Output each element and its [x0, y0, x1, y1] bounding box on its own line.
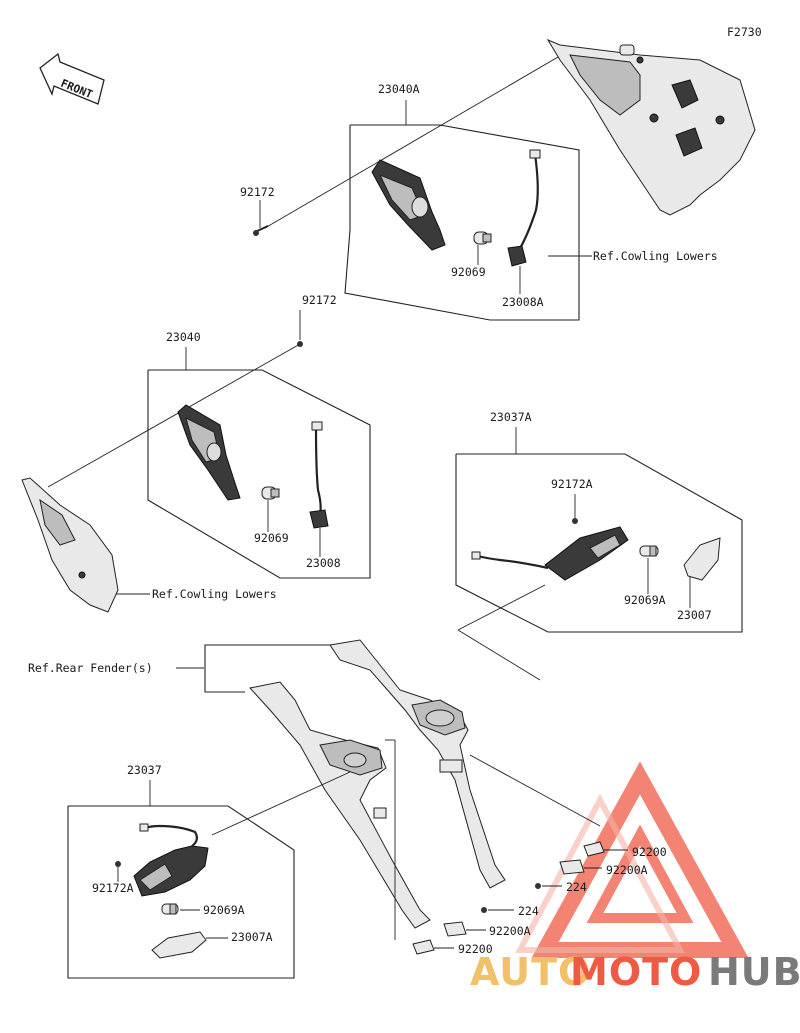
label-92069A-left: 92069A	[203, 903, 245, 917]
fasteners-right: 92200 92200A 224	[535, 841, 667, 894]
svg-text:AUTO: AUTO	[470, 950, 591, 994]
label-92200-l: 92200	[458, 942, 493, 956]
label-92172A-left: 92172A	[92, 881, 134, 895]
label-92172-mid: 92172	[302, 293, 337, 307]
label-23008: 23008	[306, 556, 341, 570]
bolt-92172A-right	[572, 518, 578, 524]
label-92069A-right: 92069A	[624, 593, 666, 607]
label-92200-r: 92200	[632, 845, 667, 859]
group-23040A: 23040A 92172 92069 23008A	[240, 49, 580, 321]
label-92069-mid: 92069	[254, 531, 289, 545]
bulb-92069A-left	[161, 903, 179, 915]
label-23008A: 23008A	[502, 295, 544, 309]
label-23037: 23037	[127, 763, 162, 777]
label-92200A-r: 92200A	[606, 863, 648, 877]
label-224-l: 224	[518, 904, 539, 918]
screw-224-l	[481, 907, 487, 913]
bulb-92069A-right	[639, 545, 659, 557]
label-92172-top: 92172	[240, 185, 275, 199]
grommet-92200-l	[412, 939, 435, 955]
label-224-r: 224	[566, 880, 587, 894]
bolt-92172A-left	[115, 861, 121, 867]
front-arrow-icon: FRONT	[39, 52, 105, 105]
group-23037A: 23037A 92172A 92069A 23007	[455, 410, 743, 681]
label-ref-cowling-top: Ref.Cowling Lowers	[593, 249, 718, 263]
label-ref-rear-fender: Ref.Rear Fender(s)	[28, 661, 153, 675]
bolt-92172-top	[253, 225, 269, 236]
group-23040: 92172 23040 92069 23008	[47, 293, 371, 579]
frame-23037	[67, 805, 295, 979]
group-23037: 23037 92172A 92069A 23007A	[67, 763, 351, 979]
watermark-logo	[515, 761, 749, 958]
cowling-lower-left	[21, 477, 119, 613]
label-23040: 23040	[166, 330, 201, 344]
lens-23007A	[151, 931, 207, 959]
diagram-code: F2730	[727, 25, 762, 39]
frame-23037A	[455, 453, 743, 633]
frame-23040	[147, 369, 371, 579]
turn-signal-23037	[133, 823, 209, 897]
turn-signal-23037A	[471, 526, 629, 581]
label-92172A-right: 92172A	[551, 477, 593, 491]
bracket-right	[329, 639, 506, 889]
watermark-text: AUTO MOTO HUB	[470, 950, 800, 994]
frame-23040A	[344, 124, 580, 321]
grommet-92200-r	[583, 841, 605, 857]
label-92069-top: 92069	[451, 265, 486, 279]
label-23007: 23007	[677, 608, 712, 622]
svg-text:HUB: HUB	[708, 950, 800, 994]
label-92200A-l: 92200A	[489, 924, 531, 938]
bracket-left	[249, 681, 431, 929]
rear-fender-brackets: Ref.Rear Fender(s)	[28, 639, 601, 940]
label-ref-cowling-left: Ref.Cowling Lowers	[152, 587, 277, 601]
label-23040A: 23040A	[378, 82, 420, 96]
screw-224-r	[535, 883, 541, 889]
cowling-lower-top-right	[546, 38, 756, 216]
socket-23008	[309, 421, 329, 529]
svg-text:MOTO: MOTO	[570, 950, 702, 994]
socket-23008A	[507, 149, 541, 267]
bulb-92069-top	[473, 231, 492, 245]
label-23007A: 23007A	[231, 930, 273, 944]
lens-23007	[683, 537, 721, 581]
label-23037A: 23037A	[490, 410, 532, 424]
bulb-92069-mid	[261, 486, 280, 500]
fasteners-left: 224 92200A 92200	[412, 904, 539, 956]
nut-92200A-l	[443, 921, 467, 937]
nut-92200A-r	[559, 859, 585, 875]
